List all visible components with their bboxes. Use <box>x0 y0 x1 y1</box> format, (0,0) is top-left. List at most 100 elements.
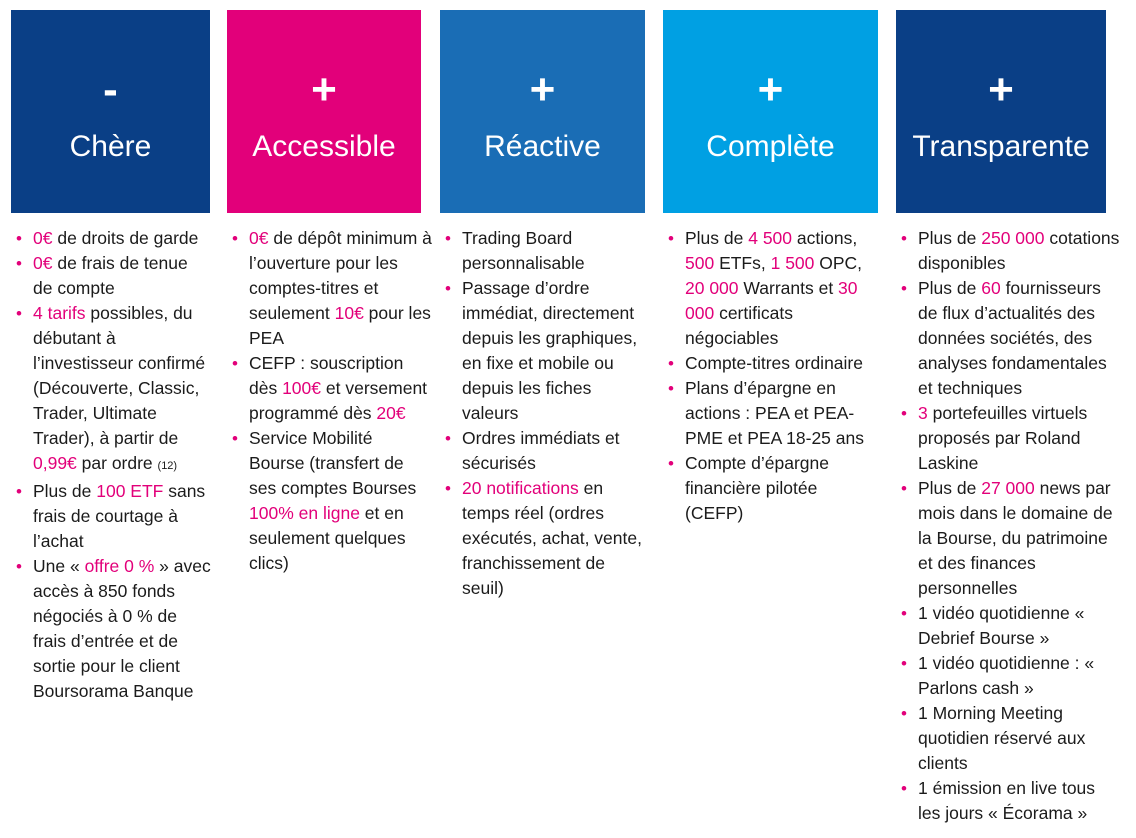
highlight-text: 27 000 <box>981 478 1035 498</box>
highlight-text: 60 <box>981 278 1001 298</box>
bullet-icon: • <box>16 482 22 501</box>
item-text: Passage d’ordre immédiat, directement de… <box>462 278 638 423</box>
column-complete: + Complète •Plus de 4 500 actions, 500 E… <box>663 10 878 523</box>
highlight-text: 20 notifications <box>462 478 579 498</box>
highlight-text: offre 0 % <box>84 556 155 576</box>
list-item: •Trading Board personnalisable <box>440 226 645 276</box>
highlight-text: 20€ <box>376 403 406 423</box>
bullet-icon: • <box>445 229 451 248</box>
item-text: Plus de <box>33 481 97 501</box>
column-title: Complète <box>706 130 835 163</box>
bullet-icon: • <box>901 479 907 498</box>
list-item: •Plus de 60 fournisseurs de flux d’actua… <box>896 276 1122 401</box>
list-item: • Plus de 100 ETF sans frais de courtage … <box>11 479 211 554</box>
item-text: Compte-titres ordinaire <box>685 353 863 373</box>
item-text: pour les PEA <box>249 303 431 348</box>
list-item: •1 vidéo quotidienne « Debrief Bourse » <box>896 601 1122 651</box>
item-text: portefeuilles virtuels proposés par Rola… <box>918 403 1088 473</box>
item-text: OPC, <box>814 253 863 273</box>
item-text: et en seulement quelques clics) <box>249 503 406 573</box>
plus-sign: + <box>757 65 784 114</box>
bullet-icon: • <box>668 454 674 473</box>
item-text: certificats négociables <box>685 303 793 348</box>
minus-sign: - <box>103 65 118 114</box>
list-item: •Ordres immédiats et sécurisés <box>440 426 645 476</box>
list-item: •Une « offre 0 % » avec accès à 850 fond… <box>11 554 211 704</box>
column-accessible: + Accessible •0€ de dépôt minimum à l’ou… <box>227 10 432 573</box>
highlight-text: 0€ <box>33 228 53 248</box>
list-item: •Plus de 4 500 actions, 500 ETFs, 1 500 … <box>663 226 868 351</box>
column-transparente: + Transparente •Plus de 250 000 cotation… <box>896 10 1119 823</box>
bullet-icon: • <box>901 279 907 298</box>
plus-sign: + <box>529 65 556 114</box>
item-text: news par mois dans le domaine de la Bour… <box>918 478 1113 598</box>
list-item: • 1 vidéo quotidienne : « Parlons cash » <box>896 651 1122 701</box>
item-text: 1 émission en live tous les jours « Écor… <box>918 778 1096 823</box>
bullet-icon: • <box>16 254 22 273</box>
item-text: ETFs, <box>714 253 771 273</box>
highlight-text: 0,99€ <box>33 453 77 473</box>
list-item: •Plus de 27 000 news par mois dans le do… <box>896 476 1122 601</box>
feature-list: •Plus de 4 500 actions, 500 ETFs, 1 500 … <box>663 226 868 526</box>
list-item: • Compte d’épargne financière pilotée (C… <box>663 451 868 526</box>
item-text: Ordres immédiats et sécurisés <box>462 428 620 473</box>
highlight-text: 100% en ligne <box>249 503 360 523</box>
item-text: et versement programmé dès <box>249 378 428 423</box>
column-chere: - Chère •0€ de droits de garde•0€ de fra… <box>11 10 211 701</box>
item-text: actions, <box>792 228 858 248</box>
bullet-icon: • <box>901 704 907 723</box>
highlight-text: 10€ <box>334 303 364 323</box>
list-item: • 0€ de frais de tenue de compte <box>11 251 211 301</box>
bullet-icon: • <box>232 229 238 248</box>
item-text: 1 Morning Meeting quotidien réservé aux … <box>918 703 1086 773</box>
bullet-icon: • <box>668 379 674 398</box>
list-item: •Compte-titres ordinaire <box>663 351 868 376</box>
bullet-icon: • <box>232 354 238 373</box>
item-text: possibles, du débutant à l’investisseur … <box>33 303 206 448</box>
highlight-text: 20 000 <box>685 278 739 298</box>
column-title: Accessible <box>252 130 396 163</box>
column-reactive: + Réactive •Trading Board personnalisabl… <box>440 10 645 598</box>
item-text: Warrants et <box>738 278 839 298</box>
list-item: • 1 émission en live tous les jours « Éco… <box>896 776 1122 826</box>
item-text: fournisseurs de flux d’actualités des do… <box>918 278 1107 398</box>
column-title: Transparente <box>912 130 1090 163</box>
bullet-icon: • <box>901 779 907 798</box>
header-transparente: + Transparente <box>896 10 1106 213</box>
item-text: sans frais de courtage à l’achat <box>33 481 206 551</box>
item-text: par ordre <box>76 453 158 473</box>
bullet-icon: • <box>16 229 22 248</box>
item-text: cotations disponibles <box>918 228 1120 273</box>
list-item: • 4 tarifs possibles, du débutant à l’inv… <box>11 301 211 479</box>
list-item: • 3 portefeuilles virtuels proposés par R… <box>896 401 1122 476</box>
highlight-text: 500 <box>685 253 715 273</box>
list-item: •Plans d’épargne en actions : PEA et PEA… <box>663 376 868 451</box>
item-text: CEFP : souscription dès <box>249 353 404 398</box>
feature-list: •Trading Board personnalisable•Passage d… <box>440 226 645 601</box>
bullet-icon: • <box>901 654 907 673</box>
highlight-text: 4 tarifs <box>33 303 86 323</box>
highlight-text: 100€ <box>282 378 322 398</box>
header-complete: + Complète <box>663 10 878 213</box>
bullet-icon: • <box>16 304 22 323</box>
highlight-text: 30 000 <box>685 278 858 323</box>
highlight-text: 0€ <box>33 253 53 273</box>
item-text: 1 vidéo quotidienne : « Parlons cash » <box>918 653 1095 698</box>
bullet-icon: • <box>668 229 674 248</box>
item-text: 1 vidéo quotidienne « Debrief Bourse » <box>918 603 1085 648</box>
column-title: Réactive <box>484 130 601 163</box>
item-text: Plus de <box>685 228 749 248</box>
bullet-icon: • <box>901 229 907 248</box>
list-item: •Service Mobilité Bourse (transfert de s… <box>227 426 432 576</box>
bullet-icon: • <box>16 557 22 576</box>
header-accessible: + Accessible <box>227 10 421 213</box>
highlight-text: 3 <box>918 403 928 423</box>
item-text: de frais de tenue de compte <box>33 253 188 298</box>
bullet-icon: • <box>901 404 907 423</box>
highlight-text: 100 ETF <box>96 481 164 501</box>
item-text: en temps réel (ordres exécutés, achat, v… <box>462 478 642 598</box>
list-item: • 1 Morning Meeting quotidien réservé aux… <box>896 701 1122 776</box>
bullet-icon: • <box>445 479 451 498</box>
column-title: Chère <box>69 130 152 163</box>
list-item: •Passage d’ordre immédiat, directement d… <box>440 276 645 426</box>
